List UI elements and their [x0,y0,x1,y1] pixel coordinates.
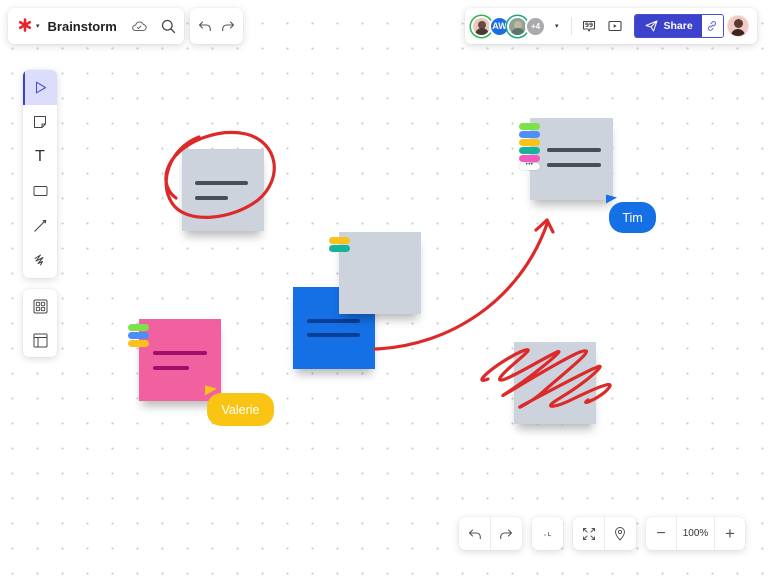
layout-frame-icon [33,333,47,347]
current-user-avatar[interactable] [727,15,749,37]
zoom-controls: − 100% + [646,517,745,550]
collaborators-dropdown-icon[interactable]: ▾ [555,23,559,30]
tag-list[interactable] [329,237,350,252]
view-controls [573,517,636,550]
sticky-note-tool[interactable] [23,105,57,140]
sticky-note-icon [34,115,46,128]
cloud-check-icon[interactable] [131,20,147,32]
divider [570,17,572,35]
pen-scribble-icon [34,254,43,266]
location-button[interactable] [604,517,635,550]
text-line-placeholder [195,196,228,200]
text-line-placeholder [547,148,601,152]
collaborator-avatars[interactable]: AW +4 [471,15,546,37]
rectangle-icon [33,185,47,196]
minimap-icon [543,531,551,536]
text-line-placeholder [307,319,360,323]
text-line-placeholder [547,163,601,167]
text-line-placeholder [153,366,189,370]
select-tool[interactable] [23,70,57,105]
more-tags-button[interactable]: ••• [519,162,540,170]
text-line-placeholder [153,351,207,355]
tag-teal[interactable] [519,147,540,154]
fit-screen-icon [582,527,595,540]
present-play-icon[interactable] [607,20,622,32]
cursor-pointer-icon [35,81,47,94]
ink-arrowhead [534,218,555,234]
arrow-line-icon [33,219,46,232]
more-collaborators-badge[interactable]: +4 [525,15,546,37]
zoom-level[interactable]: 100% [676,517,715,550]
text-line-placeholder [307,333,360,337]
tag-yellow[interactable] [329,237,350,244]
frame-tool[interactable] [23,323,57,357]
link-icon [708,21,717,31]
text-icon: T [35,147,45,166]
connector-tool[interactable] [23,208,57,243]
share-button-group: Share [633,14,724,38]
tag-green[interactable] [519,123,540,130]
tag-blue[interactable] [128,332,149,339]
svg-text:99: 99 [584,22,592,29]
zoom-in-button[interactable]: + [725,523,735,543]
share-label: Share [663,20,693,32]
board-header: ▾ Brainstorm [8,8,184,44]
tag-list[interactable]: ••• [519,123,540,170]
share-button[interactable]: Share [634,15,702,37]
redo-icon[interactable] [221,20,235,32]
cursor-label-valerie: Valerie [207,393,274,426]
asterisk-logo-icon[interactable] [18,16,32,36]
sticky-note[interactable] [514,342,596,424]
sticky-note[interactable] [139,319,221,401]
text-tool[interactable]: T [23,139,57,174]
tag-yellow[interactable] [128,340,149,347]
zoom-out-button[interactable]: − [656,524,666,542]
tag-pink[interactable] [519,155,540,162]
comment-quote-icon[interactable]: 99 [582,20,596,33]
redo-button[interactable] [490,517,521,550]
secondary-tool-palette [23,289,57,357]
history-controls [190,8,243,44]
undo-icon [468,528,481,539]
sticky-note[interactable] [339,232,421,314]
tag-teal[interactable] [329,245,350,252]
shape-tool[interactable] [23,174,57,209]
pen-tool[interactable] [23,243,57,278]
history-controls-bottom [459,517,522,550]
collaboration-bar: AW +4 ▾ 99 Share [465,8,757,44]
templates-tool[interactable] [23,289,57,323]
paper-plane-icon [645,20,658,32]
tag-blue[interactable] [519,131,540,138]
undo-button[interactable] [459,517,490,550]
cursor-label-tim: Tim [609,202,656,233]
undo-icon[interactable] [198,20,212,32]
tool-palette: T [23,70,57,278]
redo-icon [500,528,513,539]
copy-link-button[interactable] [701,15,723,37]
minimap-button[interactable] [532,517,563,550]
search-icon[interactable] [161,19,176,34]
tag-yellow[interactable] [519,139,540,146]
sticky-note[interactable] [182,149,264,231]
text-line-placeholder [195,181,248,185]
location-pin-icon [614,527,626,541]
tag-green[interactable] [128,324,149,331]
fit-screen-button[interactable] [573,517,604,550]
board-title[interactable]: Brainstorm [47,18,117,34]
board-menu-caret-icon[interactable]: ▾ [36,23,40,30]
sticky-note[interactable] [530,118,613,200]
tag-list[interactable] [128,324,149,347]
grid-apps-icon [33,299,47,313]
